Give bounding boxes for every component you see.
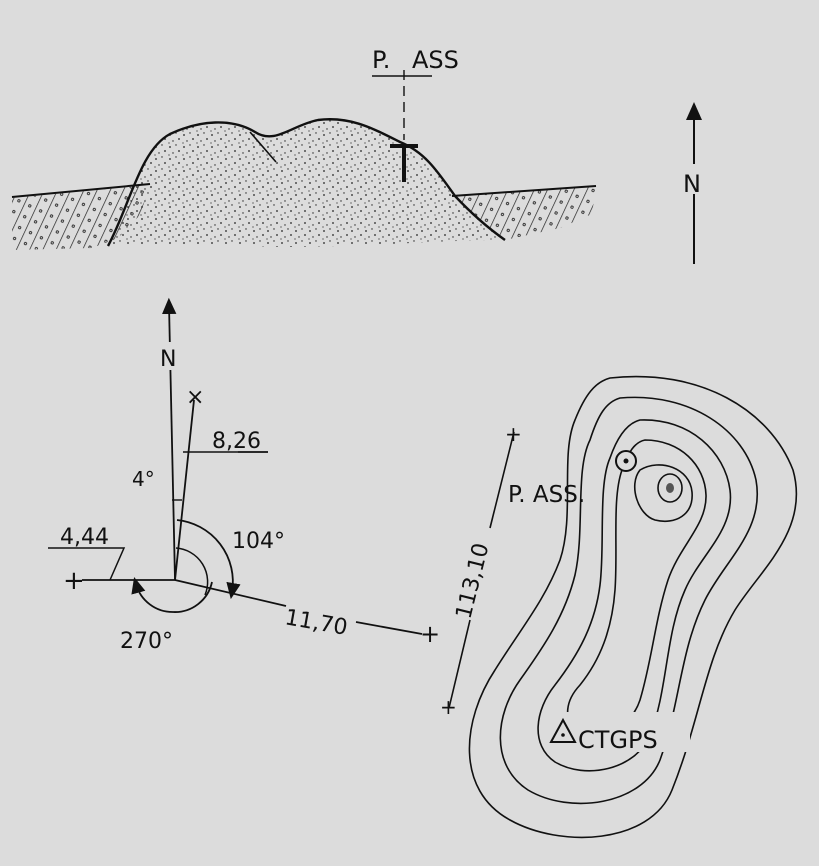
ground-right-hatch (452, 186, 596, 240)
north-arrow-top-label: N (683, 170, 701, 198)
ray-east-a (174, 579, 287, 607)
svg-text:+: + (505, 422, 522, 446)
north-arrow-top: N (682, 102, 706, 264)
angle-west: 270° (120, 629, 173, 654)
dim-west-leader (48, 547, 126, 581)
summit-dot (666, 483, 674, 493)
angle-east: 104° (232, 529, 285, 554)
ground-right-line (451, 185, 597, 197)
contour-plan: + + 113,10 P. ASS. CTGPS (440, 375, 798, 839)
saddle-line (249, 131, 277, 163)
angle-inner-arc (175, 547, 209, 596)
bearing-north-label: N (160, 347, 176, 372)
dist-north: 8,26 (212, 429, 261, 454)
contour-3 (537, 419, 732, 772)
ray-east-b (355, 621, 423, 635)
contour-1 (468, 375, 798, 839)
hill-outline (106, 118, 506, 247)
bearing-diagram: N × 8,26 4° + 4,44 + 11,70 104° 270° (48, 297, 440, 654)
dist-west: 4,44 (60, 525, 109, 550)
ground-left-line (11, 183, 151, 198)
baseline-line-b (448, 619, 471, 709)
pass-post (390, 144, 418, 182)
ctgps-label: CTGPS (578, 726, 658, 754)
ctgps-triangle-marker[interactable] (549, 717, 577, 743)
terrain-profile: P. ASS (11, 46, 597, 250)
ray-west-end-mark: + (63, 566, 85, 596)
baseline-length: 113,10 (452, 541, 495, 622)
angle-east-arc (176, 519, 241, 600)
summit-contour (657, 473, 683, 503)
ray-north-end-mark: × (186, 385, 204, 410)
angle-north-offset: 4° (132, 467, 155, 491)
profile-pass-label-left: P. (372, 46, 390, 74)
profile-pass-label-right: ASS (412, 46, 459, 74)
contour-2 (499, 396, 759, 805)
contour-5 (633, 464, 693, 522)
svg-text:+: + (440, 695, 457, 719)
plan-pass-label: P. ASS. (508, 482, 585, 508)
dist-east: 11,70 (283, 605, 349, 641)
ray-east-end-mark: + (420, 620, 440, 648)
baseline-line-a (489, 431, 515, 529)
ray-north (174, 399, 195, 581)
contour-4 (566, 439, 707, 736)
angle-west-arc-visible (131, 577, 174, 613)
